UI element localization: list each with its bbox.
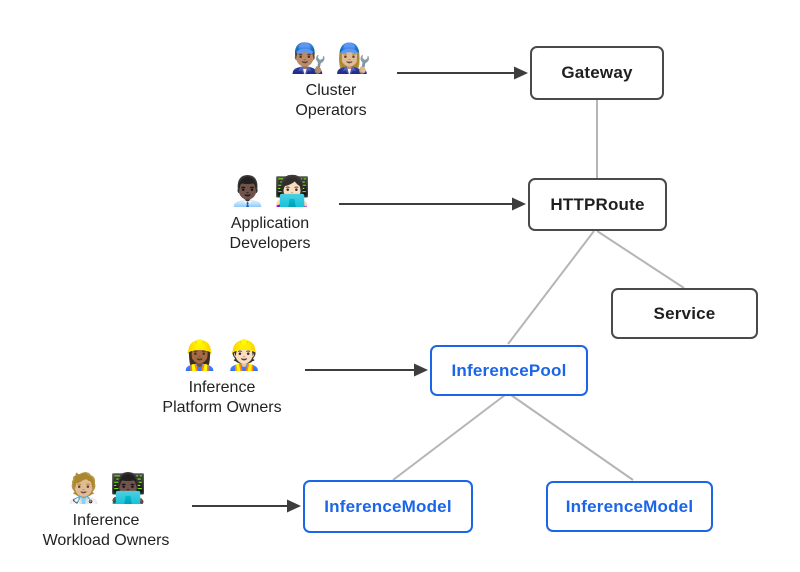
node-service: Service [611,288,758,339]
persona-label-line: Developers [229,235,311,252]
office-worker-technologist-emoji-icon: 👨🏿‍💼 👩🏻‍💻 [229,176,311,208]
persona-label-line: Application [230,215,310,232]
persona-cluster-operators-label: Cluster Operators [236,81,426,121]
arrow-inference-platform-owners-inferencepool [305,363,428,377]
persona-label-line: Operators [295,102,367,119]
health-worker-technologist-emoji-icon: 🧑🏼‍⚕️ 👨🏿‍💻 [65,473,147,505]
node-service-label: Service [653,303,716,323]
mechanics-emoji-icon: 👨🏽‍🔧 👩🏼‍🔧 [290,43,372,75]
arrow-inference-workload-owners-inferencemodel [192,499,301,513]
node-gateway-label: Gateway [561,63,633,82]
node-gateway: Gateway [530,46,664,100]
edge-inferencepool-inferencemodel-right [510,394,634,481]
arrow-cluster-operators-gateway [397,66,528,80]
persona-inference-platform-owners: 👷🏾‍♀️ 👷🏻 Inference Platform Owners [127,335,317,418]
node-inferencemodel-right: InferenceModel [546,481,713,532]
node-httproute-label: HTTPRoute [550,194,645,214]
persona-label-line: Platform Owners [162,399,282,416]
persona-label-line: Inference [188,379,256,396]
arrow-application-developers-httproute [339,197,526,211]
persona-application-developers-label: Application Developers [175,214,365,254]
persona-inference-platform-owners-label: Inference Platform Owners [127,378,317,418]
persona-cluster-operators: 👨🏽‍🔧 👩🏼‍🔧 Cluster Operators [236,38,426,121]
node-inferencemodel-right-label: InferenceModel [565,496,694,516]
persona-inference-workload-owners-label: Inference Workload Owners [11,511,201,551]
persona-application-developers: 👨🏿‍💼 👩🏻‍💻 Application Developers [175,171,365,254]
node-inferencemodel-left: InferenceModel [303,480,473,533]
edge-inferencepool-inferencemodel-left [392,394,506,481]
node-inferencemodel-left-label: InferenceModel [324,496,452,516]
node-inferencepool: InferencePool [430,345,588,396]
node-inferencepool-label: InferencePool [451,360,567,380]
persona-label-line: Cluster [305,82,357,99]
node-httproute: HTTPRoute [528,178,667,231]
edge-httproute-inferencepool [507,230,595,345]
persona-inference-workload-owners: 🧑🏼‍⚕️ 👨🏿‍💻 Inference Workload Owners [11,468,201,551]
edge-httproute-service [596,230,685,289]
persona-label-line: Workload Owners [42,532,170,549]
persona-label-line: Inference [72,512,140,529]
construction-workers-emoji-icon: 👷🏾‍♀️ 👷🏻 [181,340,263,372]
